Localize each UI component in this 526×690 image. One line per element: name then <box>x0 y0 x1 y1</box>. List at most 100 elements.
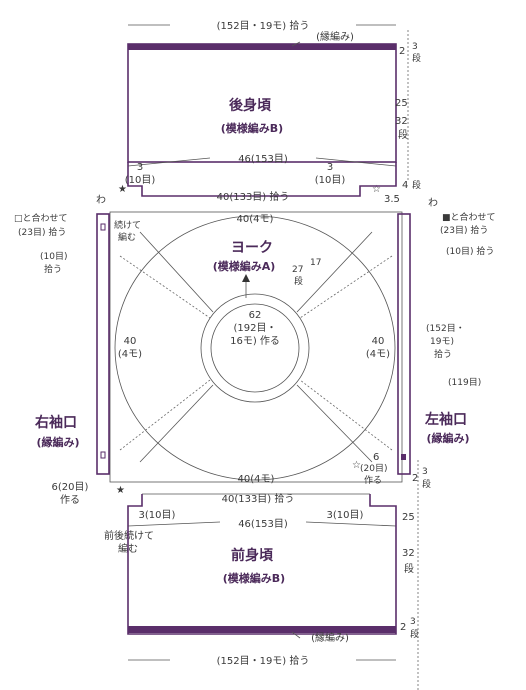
left-pickup-word: 拾う <box>44 263 62 275</box>
back-width-arc-left <box>127 157 211 167</box>
back-border-label: (縁編み) <box>316 30 354 43</box>
front-width-arc-right <box>305 521 397 527</box>
back-step-rows-unit: 段 <box>412 179 421 191</box>
yoke-bottom-inner: 40(4モ) <box>238 474 275 485</box>
yoke-dash-br <box>299 379 393 451</box>
left-join-note: □と合わせて <box>14 212 68 224</box>
yoke-center-sts: (192目・ <box>234 323 277 334</box>
back-star-value: 3.5 <box>384 194 400 205</box>
front-height-num: 25 <box>402 512 415 523</box>
yoke-title: ヨーク <box>231 240 273 256</box>
right-pickup-word: 拾う <box>434 348 452 360</box>
left-cuff-sub: (縁編み) <box>426 431 469 445</box>
back-right-step-num: 3 <box>327 162 333 173</box>
right-rows-frac: 3 <box>422 467 428 477</box>
front-body-outline <box>127 494 397 635</box>
yoke-bottom-pickup: 40(133目) 拾う <box>222 492 295 505</box>
front-bottom-pickup: (152目・19モ) 拾う <box>217 654 310 667</box>
right-sts-119: (119目) <box>448 377 481 388</box>
left-cast-on-word: 作る <box>60 494 80 506</box>
back-body: (152目・19モ) 拾う (縁編み) 後身頃 (模様編みB) 2 3 段 25… <box>118 19 421 205</box>
back-border-band <box>128 44 396 50</box>
back-border-rows-num: 2 <box>399 46 405 57</box>
front-width: 46(153目) <box>238 519 288 530</box>
front-border-arrow <box>291 631 301 639</box>
front-body-pattern: (模様編みB) <box>223 571 285 585</box>
front-right-step: 3(10目) <box>327 510 364 521</box>
front-note-1: 前後続けて <box>104 529 154 542</box>
back-body-title: 後身頃 <box>229 97 272 114</box>
yoke-diag-rows: 17 <box>310 258 321 268</box>
yoke-outer-ring <box>114 215 396 481</box>
front-body-title: 前身頃 <box>231 547 274 564</box>
yoke-right-side-sub: (4モ) <box>366 349 390 360</box>
yoke-diag-tl <box>139 231 214 313</box>
left-cuff-title: 左袖口 <box>424 411 467 428</box>
front-border-rows-frac: 3 <box>410 617 416 627</box>
yoke-diag-bl <box>139 384 214 463</box>
back-border-rows-unit: 段 <box>412 52 421 64</box>
back-step-rows-num: 4 <box>402 180 408 191</box>
right-cast-on-word: 作る <box>364 474 382 486</box>
front-border-rows-num: 2 <box>400 622 406 633</box>
right-cast-on-num: 6 <box>373 452 379 463</box>
back-border-rows-frac: 3 <box>412 42 418 52</box>
back-top-pickup: (152目・19モ) 拾う <box>217 19 310 32</box>
front-height-unit: 段 <box>404 562 414 575</box>
right-cuff-sub: (縁編み) <box>36 435 79 449</box>
yoke-dash-tr <box>299 255 393 319</box>
front-border-rows-unit: 段 <box>410 628 419 640</box>
yoke-diag-unit: 段 <box>294 275 303 287</box>
right-cuff-square-icon <box>401 454 406 460</box>
yoke-dash-tl <box>119 255 211 319</box>
back-right-star-icon: ☆ <box>372 184 381 195</box>
yoke-top-pickup: 40(133目) 拾う <box>217 190 290 203</box>
yoke-wa-right: わ <box>428 197 438 209</box>
yoke-top-inner: 40(4モ) <box>237 214 274 225</box>
yoke-diag-num: 27 <box>292 265 303 275</box>
back-right-step-sts: (10目) <box>315 175 346 186</box>
right-rows-unit: 段 <box>422 478 431 490</box>
back-width: 46(153目) <box>238 154 288 165</box>
back-height-rows: 32 <box>395 116 408 127</box>
left-pickup-sts: (10目) <box>40 251 67 262</box>
front-left-step: 3(10目) <box>139 510 176 521</box>
back-step-outline <box>127 162 397 197</box>
back-height-unit: 段 <box>398 128 408 141</box>
yoke-wa-left: わ <box>96 194 106 206</box>
front-width-arc-left <box>127 521 221 527</box>
right-join-sts: (23目) 拾う <box>440 224 488 236</box>
yoke-pattern: (模様編みA) <box>213 259 276 273</box>
right-cast-on-sts: (20目) <box>360 463 387 474</box>
yoke-dash-bl <box>119 379 211 451</box>
yoke-cont-note-2: 編む <box>118 231 136 243</box>
front-border-label: (縁編み) <box>311 631 349 644</box>
right-rows-num: 2 <box>412 473 418 484</box>
back-width-arc-right <box>315 157 397 167</box>
back-left-star-icon: ★ <box>118 184 127 195</box>
right-mo-19: 19モ) <box>430 337 454 347</box>
yoke-neck-inner <box>210 303 300 393</box>
yoke-diag-tr <box>296 231 373 313</box>
yoke-diag-br <box>296 384 373 463</box>
yoke-center-num: 62 <box>249 310 262 321</box>
right-pickup: (10目) 拾う <box>446 245 494 257</box>
left-cuff-area: □と合わせて (23目) 拾う (10目) 拾う 右袖口 (縁編み) 6(20目… <box>14 212 125 506</box>
yoke: 40(4モ) ヨーク (模様編みA) 27 17 段 62 (192目・ 16モ… <box>96 194 438 505</box>
yoke-left-side-sub: (4モ) <box>118 349 142 360</box>
left-cuff-outline <box>96 213 110 475</box>
yoke-arrow-head-icon <box>242 274 250 282</box>
left-cast-star-icon: ★ <box>116 485 125 496</box>
right-join-note: ■と合わせて <box>442 211 496 223</box>
right-cast-star-icon: ☆ <box>352 460 361 471</box>
left-cuff-square-bottom-icon <box>100 451 106 459</box>
yoke-outline <box>109 211 403 483</box>
yoke-center-mo: 16モ) 作る <box>230 335 280 347</box>
left-cast-on: 6(20目) <box>52 482 89 493</box>
right-cuff-area: ■と合わせて (23目) 拾う (10目) 拾う (152目・ 19モ) 拾う … <box>352 211 496 690</box>
yoke-left-side: 40 <box>124 336 137 347</box>
back-body-pattern: (模様編みB) <box>221 121 283 135</box>
left-join-sts: (23目) 拾う <box>18 226 66 238</box>
yoke-neck-outer <box>200 293 310 403</box>
